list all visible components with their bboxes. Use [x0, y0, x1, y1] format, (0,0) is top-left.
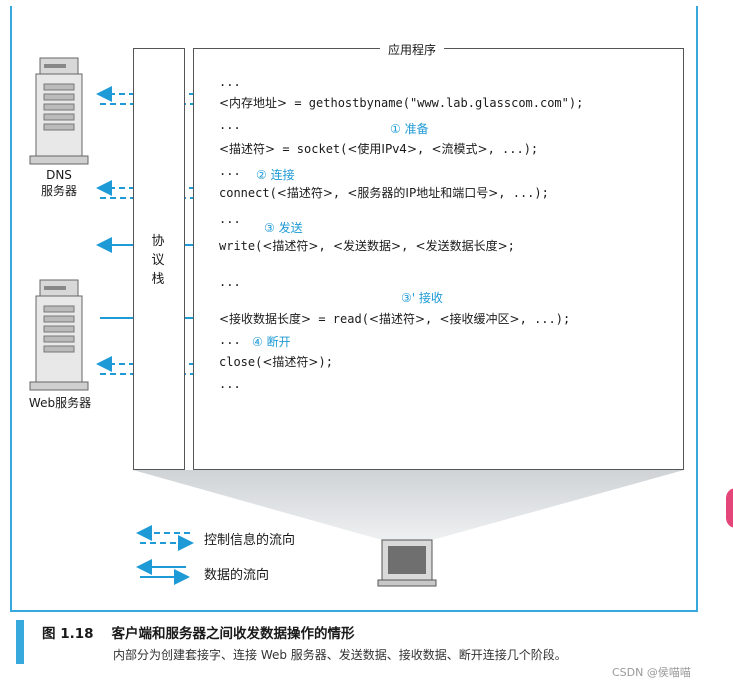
code-token: = gethostbyname("www.lab.glasscom.com"); [287, 96, 584, 110]
code-token: = socket( [275, 142, 348, 156]
code-token: <描述符> [262, 355, 319, 369]
code-token: <内存地址> [219, 96, 288, 110]
application-title: 应用程序 [380, 41, 445, 58]
caption-subtitle: 内部分为创建套接字、连接 Web 服务器、发送数据、接收数据、断开连接几个阶段。 [113, 648, 567, 662]
code-line: ... [219, 75, 241, 89]
step-label-connect: ② 连接 [256, 168, 295, 182]
code-line-close: close(<描述符>); [219, 353, 333, 370]
code-token: , [332, 186, 348, 200]
web-server-icon [29, 279, 89, 391]
code-token: <流模式> [431, 142, 488, 156]
legend-data-label: 数据的流向 [204, 568, 270, 583]
code-line: ... [219, 275, 241, 289]
code-token: <发送数据长度> [415, 239, 508, 253]
protocol-stack-box [133, 48, 185, 470]
code-token: , ...); [498, 186, 549, 200]
code-token: ); [318, 355, 333, 369]
code-line-gethostbyname: <内存地址> = gethostbyname("www.lab.glasscom… [219, 94, 583, 111]
protocol-stack-char: 栈 [151, 272, 165, 287]
caption-title: 图 1.18 客户端和服务器之间收发数据操作的情形 [42, 622, 355, 642]
code-token: <描述符> [219, 142, 276, 156]
code-line-socket: <描述符> = socket(<使用IPv4>, <流模式>, ...); [219, 140, 538, 157]
code-line: ... [219, 164, 241, 178]
code-token: close( [219, 355, 263, 369]
watermark: CSDN @侯喵喵 [612, 666, 691, 679]
code-token: <服务器的IP地址和端口号> [347, 186, 499, 200]
code-line-read: <接收数据长度> = read(<描述符>, <接收缓冲区>, ...); [219, 310, 570, 327]
code-token: <描述符> [262, 239, 319, 253]
code-token: , ...); [519, 312, 571, 326]
protocol-stack-char: 协 [151, 234, 165, 249]
code-token: , [417, 142, 432, 156]
code-token: , [318, 239, 333, 253]
code-line: ... [219, 212, 241, 226]
dns-server-label: DNS 服务器 [34, 168, 84, 199]
legend-control-label: 控制信息的流向 [204, 533, 296, 548]
code-line: ... [219, 118, 241, 132]
code-token: = read( [311, 312, 369, 326]
figure-title: 客户端和服务器之间收发数据操作的情形 [111, 626, 355, 642]
code-token: <使用IPv4> [347, 142, 417, 156]
web-server-label: Web服务器 [28, 396, 92, 410]
figure-number: 图 1.18 [42, 626, 94, 642]
code-token: <接收缓冲区> [439, 312, 520, 326]
protocol-stack-label: 协 议 栈 [147, 232, 169, 289]
code-line-connect: connect(<描述符>, <服务器的IP地址和端口号>, ...); [219, 184, 549, 201]
code-token: , [425, 312, 440, 326]
dns-label-line2: 服务器 [40, 184, 77, 198]
step-label-prepare: ① 准备 [390, 122, 429, 136]
code-token: , ...); [487, 142, 539, 156]
code-token: <发送数据> [332, 239, 402, 253]
code-token: <接收数据长度> [219, 312, 312, 326]
dns-server-icon [29, 57, 89, 165]
caption-accent-bar [16, 620, 24, 664]
code-token: connect( [219, 186, 277, 200]
dns-label-line1: DNS [46, 168, 72, 182]
code-token: <描述符> [368, 312, 426, 326]
application-box [193, 48, 684, 470]
figure-frame [10, 6, 698, 612]
step-label-send: ③ 发送 [264, 221, 303, 235]
code-line: ... [219, 333, 241, 347]
side-bubble[interactable] [726, 488, 733, 528]
code-token: ; [507, 239, 515, 253]
step-label-close: ④ 断开 [252, 335, 291, 349]
step-label-receive: ③' 接收 [401, 291, 443, 305]
protocol-stack-char: 议 [151, 253, 165, 268]
client-monitor-icon [377, 539, 437, 587]
code-line-write: write(<描述符>, <发送数据>, <发送数据长度>; [219, 237, 515, 254]
funnel-shape [133, 470, 684, 540]
code-token: <描述符> [276, 186, 333, 200]
code-token: , [401, 239, 416, 253]
code-line: ... [219, 377, 241, 391]
code-token: write( [219, 239, 263, 253]
